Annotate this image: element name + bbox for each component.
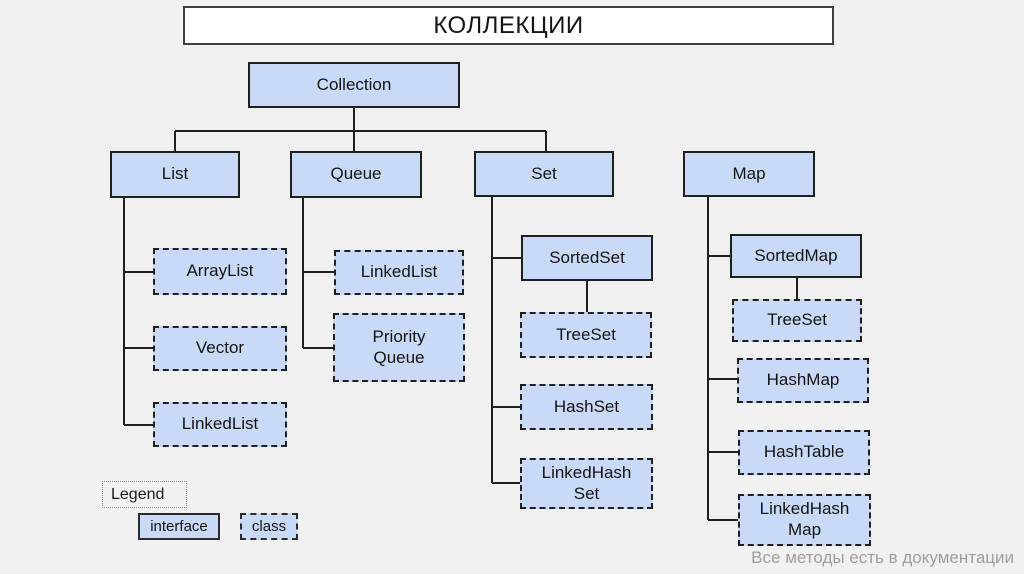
node-treeset-under-sortedset: TreeSet	[520, 312, 652, 358]
legend-interface-sample: interface	[138, 513, 220, 540]
node-sortedset: SortedSet	[521, 235, 653, 281]
node-linkedhashmap: LinkedHash Map	[738, 494, 871, 546]
node-map: Map	[683, 151, 815, 197]
node-list: List	[110, 151, 240, 198]
node-arraylist: ArrayList	[153, 248, 287, 295]
legend-class-sample: class	[240, 513, 298, 540]
node-vector: Vector	[153, 326, 287, 371]
node-treeset-under-sortedmap: TreeSet	[732, 299, 862, 342]
footer-note: Все методы есть в документации	[751, 548, 1014, 567]
node-hashmap: HashMap	[737, 358, 869, 403]
node-hashset: HashSet	[520, 384, 653, 430]
node-priority-queue: Priority Queue	[333, 313, 465, 382]
node-collection: Collection	[248, 62, 460, 108]
slide-title: КОЛЛЕКЦИИ	[183, 6, 834, 45]
node-hashtable: HashTable	[738, 430, 870, 475]
node-linkedlist-under-queue: LinkedList	[334, 250, 464, 295]
legend-title: Legend	[102, 481, 187, 508]
node-sortedmap: SortedMap	[730, 234, 862, 278]
node-set: Set	[474, 151, 614, 197]
node-linkedlist-under-list: LinkedList	[153, 402, 287, 447]
node-queue: Queue	[290, 151, 422, 198]
node-linkedhashset: LinkedHash Set	[520, 458, 653, 509]
